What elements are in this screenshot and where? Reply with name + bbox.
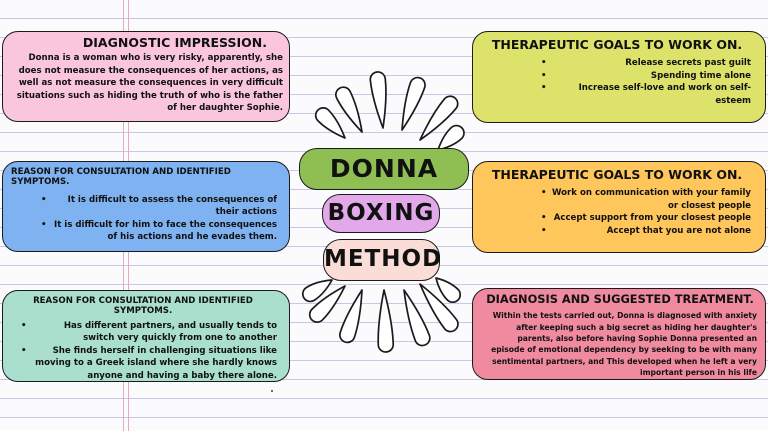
ray-shape <box>370 72 386 128</box>
card-title: DIAGNOSIS AND SUGGESTED TREATMENT. <box>483 293 757 306</box>
title-line-1: DONNA <box>330 154 438 183</box>
list-item: Accept that you are not alone <box>551 225 751 237</box>
list-item: Accept support from your closest people <box>551 212 751 224</box>
ray-shape <box>438 126 464 150</box>
list-item: Has different partners, and usually tend… <box>31 320 277 345</box>
reason-symptoms-card-1: REASON FOR CONSULTATION AND IDENTIFIED S… <box>2 161 290 252</box>
ray-shape <box>402 78 425 130</box>
list-item: Release secrets past guilt <box>551 57 751 69</box>
stray-dot <box>271 390 273 392</box>
therapeutic-goals-card-2: THERAPEUTIC GOALS TO WORK ON. Work on co… <box>472 161 766 253</box>
list-item: Increase self-love and work on self-este… <box>551 82 751 107</box>
card-list: Release secrets past guilt Spending time… <box>483 57 751 107</box>
title-pill-donna: DONNA <box>299 148 469 190</box>
ray-shape <box>436 278 460 302</box>
ray-shape <box>316 108 345 138</box>
title-pill-boxing: BOXING <box>322 194 440 233</box>
list-item: She finds herself in challenging situati… <box>31 345 277 382</box>
card-text: Donna is a woman who is very risky, appa… <box>9 52 283 114</box>
card-list: It is difficult to assess the consequenc… <box>11 194 277 244</box>
diagnosis-treatment-card: DIAGNOSIS AND SUGGESTED TREATMENT. Withi… <box>472 288 766 380</box>
list-item: It is difficult to assess the consequenc… <box>51 194 277 219</box>
list-item: Spending time alone <box>551 70 751 82</box>
diagnostic-impression-card: DIAGNOSTIC IMPRESSION. Donna is a woman … <box>2 31 290 122</box>
card-text: Within the tests carried out, Donna is d… <box>483 310 757 378</box>
card-list: Work on communication with your family o… <box>483 187 751 237</box>
card-title: DIAGNOSTIC IMPRESSION. <box>9 36 283 50</box>
title-pill-method: METHOD <box>323 239 440 281</box>
ray-shape <box>340 290 362 342</box>
card-title: THERAPEUTIC GOALS TO WORK ON. <box>483 168 751 182</box>
list-item: It is difficult for him to face the cons… <box>51 219 277 244</box>
card-list: Has different partners, and usually tend… <box>9 320 277 382</box>
list-item: Work on communication with your family o… <box>551 187 751 212</box>
card-title: REASON FOR CONSULTATION AND IDENTIFIED S… <box>9 297 277 317</box>
card-title: THERAPEUTIC GOALS TO WORK ON. <box>483 38 751 52</box>
ray-shape <box>378 290 393 352</box>
title-line-3: METHOD <box>324 246 442 272</box>
card-title: REASON FOR CONSULTATION AND IDENTIFIED S… <box>11 168 277 188</box>
reason-symptoms-card-2: REASON FOR CONSULTATION AND IDENTIFIED S… <box>2 290 290 382</box>
therapeutic-goals-card-1: THERAPEUTIC GOALS TO WORK ON. Release se… <box>472 31 766 123</box>
title-line-2: BOXING <box>328 200 435 226</box>
